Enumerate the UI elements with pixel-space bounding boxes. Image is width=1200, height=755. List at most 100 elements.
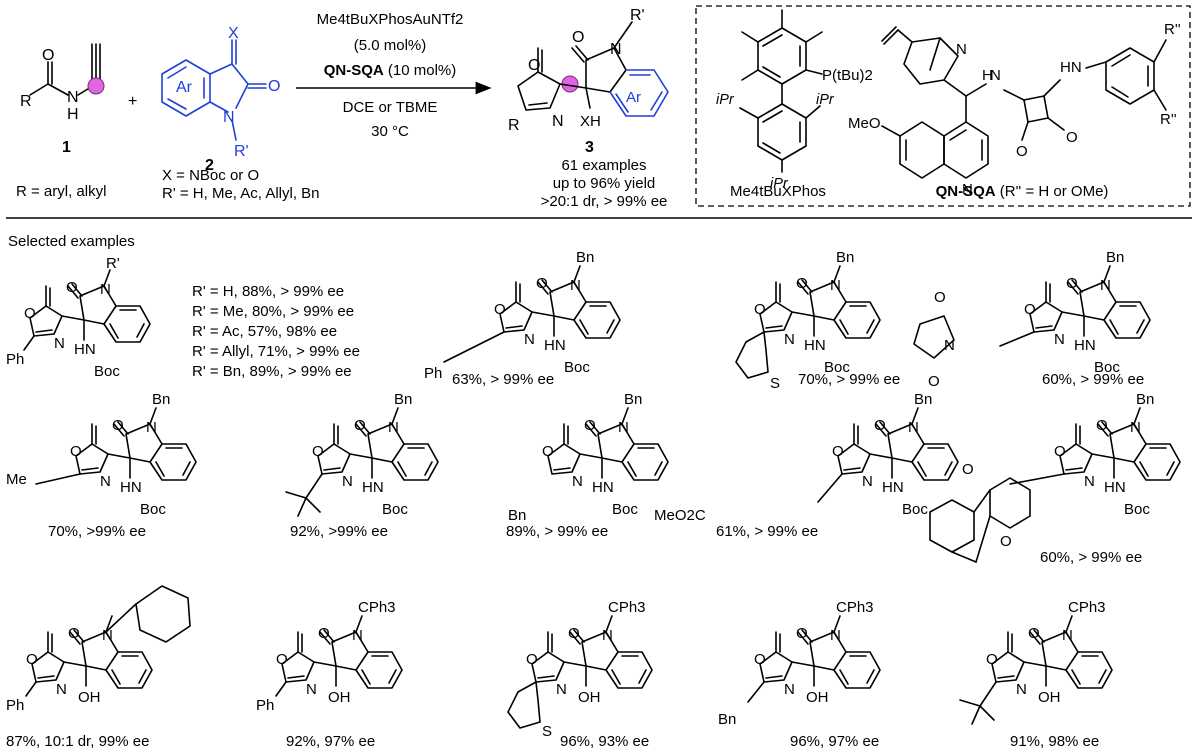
svg-text:N: N xyxy=(956,41,967,58)
example-4: O N O N Bn HN Boc N O O xyxy=(913,249,1151,390)
yield-ex5: 70%, >99% ee xyxy=(48,523,146,540)
svg-text:Bn: Bn xyxy=(624,391,642,408)
svg-text:N: N xyxy=(388,419,399,436)
svg-text:N: N xyxy=(830,277,841,294)
svg-text:Ph: Ph xyxy=(256,697,274,714)
svg-text:O: O xyxy=(68,625,80,642)
variant-me: R' = Me, 80%, > 99% ee xyxy=(192,303,354,320)
svg-text:Bn: Bn xyxy=(394,391,412,408)
svg-text:R'': R'' xyxy=(1164,21,1181,38)
svg-text:OH: OH xyxy=(78,689,101,706)
svg-text:O: O xyxy=(1096,417,1108,434)
svg-text:R': R' xyxy=(234,143,249,160)
svg-text:N: N xyxy=(830,627,841,644)
svg-text:R'': R'' xyxy=(1160,111,1177,128)
yield-ex13: 96%, 97% ee xyxy=(790,733,879,750)
svg-text:O: O xyxy=(70,443,82,460)
svg-text:O: O xyxy=(24,305,36,322)
svg-text:HN: HN xyxy=(804,337,826,354)
svg-text:HN: HN xyxy=(1074,337,1096,354)
svg-text:N: N xyxy=(1130,419,1141,436)
svg-text:O: O xyxy=(584,417,596,434)
svg-text:DCE or TBME: DCE or TBME xyxy=(343,99,438,116)
svg-text:O: O xyxy=(354,417,366,434)
svg-text:N: N xyxy=(223,109,235,126)
variant-allyl: R' = Allyl, 71%, > 99% ee xyxy=(192,343,360,360)
svg-text:N: N xyxy=(342,473,353,490)
svg-text:N: N xyxy=(1100,277,1111,294)
svg-text:Ph: Ph xyxy=(6,697,24,714)
squaramide-label: QN-SQA (R'' = H or OMe) xyxy=(936,183,1109,200)
svg-text:O: O xyxy=(796,275,808,292)
svg-text:HN: HN xyxy=(120,479,142,496)
svg-text:OH: OH xyxy=(578,689,601,706)
svg-text:Bn: Bn xyxy=(836,249,854,266)
svg-text:N: N xyxy=(1062,627,1073,644)
svg-text:O: O xyxy=(542,443,554,460)
example-2: O N O N Bn HN Boc xyxy=(443,249,621,376)
svg-text:Boc: Boc xyxy=(140,501,166,518)
svg-text:N: N xyxy=(100,473,111,490)
svg-text:N: N xyxy=(908,419,919,436)
svg-text:O: O xyxy=(986,651,998,668)
svg-text:Boc: Boc xyxy=(564,359,590,376)
svg-text:Boc: Boc xyxy=(612,501,638,518)
yield-ex10: 87%, 10:1 dr, 99% ee xyxy=(6,733,149,750)
svg-text:N: N xyxy=(862,473,873,490)
svg-text:O: O xyxy=(66,279,78,296)
svg-text:MeO: MeO xyxy=(848,115,881,132)
svg-text:O: O xyxy=(962,461,974,478)
svg-text:O: O xyxy=(312,443,324,460)
svg-text:H: H xyxy=(67,106,79,123)
r-definition: R = aryl, alkyl xyxy=(16,183,106,200)
svg-text:N: N xyxy=(572,473,583,490)
svg-text:Boc: Boc xyxy=(902,501,928,518)
svg-text:N: N xyxy=(352,627,363,644)
dibenzoxepinone: O O xyxy=(929,461,1031,563)
svg-text:OH: OH xyxy=(1038,689,1061,706)
variant-ac: R' = Ac, 57%, 98% ee xyxy=(192,323,337,340)
svg-text:Bn: Bn xyxy=(914,391,932,408)
svg-text:O: O xyxy=(1024,301,1036,318)
example-14: O N O N CPh3 OH xyxy=(959,599,1113,725)
svg-text:N: N xyxy=(1054,331,1065,348)
svg-text:>20:1 dr, > 99% ee: >20:1 dr, > 99% ee xyxy=(541,193,668,210)
svg-text:Ph: Ph xyxy=(6,351,24,368)
yield-ex6: 92%, >99% ee xyxy=(290,523,388,540)
yield-ex4: 60%, > 99% ee xyxy=(1042,371,1144,388)
svg-text:S: S xyxy=(770,375,780,392)
svg-text:Bn: Bn xyxy=(1136,391,1154,408)
svg-text:Bn: Bn xyxy=(1106,249,1124,266)
svg-text:iPr: iPr xyxy=(770,176,789,192)
squaramide-structure: N H N MeO N O O HN R'' R'' QN-SQA ( xyxy=(848,21,1181,200)
svg-text:O: O xyxy=(832,443,844,460)
svg-text:N: N xyxy=(67,89,79,106)
svg-text:Ar: Ar xyxy=(626,89,641,106)
svg-text:O: O xyxy=(1066,129,1078,146)
yield-ex8: 61%, > 99% ee xyxy=(716,523,818,540)
svg-text:N: N xyxy=(56,681,67,698)
example-11: O N O N CPh3 OH Ph xyxy=(256,599,403,714)
x-definition: X = NBoc or O xyxy=(162,167,259,184)
example-8: O N O N Bn HN Boc xyxy=(817,391,959,518)
example-7: O N O N Bn HN Boc xyxy=(542,391,669,518)
plus-sign: + xyxy=(128,93,137,110)
example-13: O N O N CPh3 OH xyxy=(747,599,881,706)
yield-ex3: 70%, > 99% ee xyxy=(798,371,900,388)
svg-text:O: O xyxy=(754,301,766,318)
svg-text:O: O xyxy=(572,29,584,46)
svg-text:R: R xyxy=(508,117,520,134)
yield-ex2: 63%, > 99% ee xyxy=(452,371,554,388)
svg-text:R': R' xyxy=(106,255,120,272)
product-3: O O N R N R' XH Ar 3 xyxy=(508,7,669,156)
svg-text:HN: HN xyxy=(882,479,904,496)
svg-text:N: N xyxy=(784,681,795,698)
svg-text:Boc: Boc xyxy=(94,363,120,380)
svg-text:N: N xyxy=(146,419,157,436)
compound-2-label: 2 xyxy=(205,157,214,174)
svg-text:O: O xyxy=(754,651,766,668)
svg-text:O: O xyxy=(568,625,580,642)
svg-text:O: O xyxy=(526,651,538,668)
yield-ex7: 89%, > 99% ee xyxy=(506,523,608,540)
